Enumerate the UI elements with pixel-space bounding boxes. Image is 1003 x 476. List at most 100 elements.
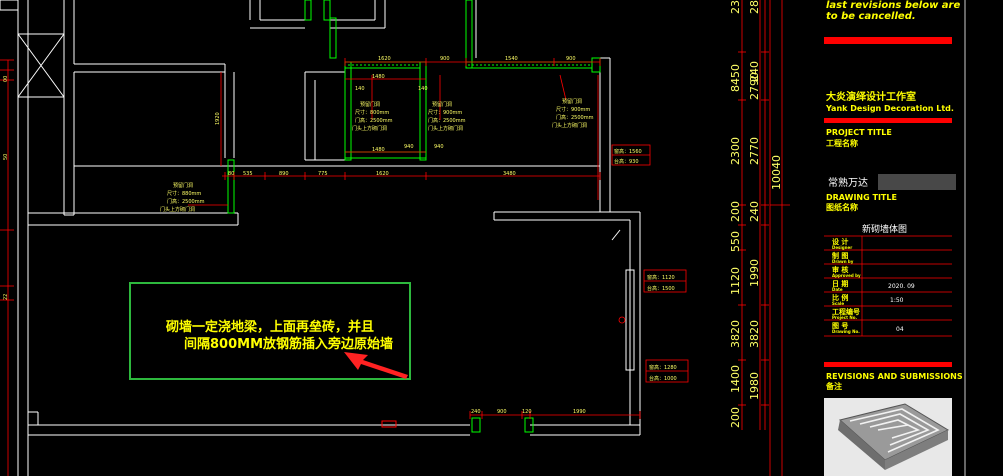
svg-text:2790: 2790 [748, 72, 761, 100]
svg-text:预留门洞: 预留门洞 [360, 101, 380, 108]
info-table-lines [824, 235, 952, 337]
svg-text:台高：1500: 台高：1500 [647, 285, 675, 292]
logo-maze-image [824, 398, 952, 476]
total-height-dim: 10040 [770, 155, 783, 190]
svg-text:120: 120 [522, 409, 532, 415]
door-note-2: 预留门洞 尺寸：900mm 门高：2500mm 门头上方砌门洞 [428, 101, 466, 132]
svg-text:535: 535 [243, 171, 253, 177]
title-block: last revisions below are to be cancelled… [824, 0, 966, 476]
svg-text:预留门洞: 预留门洞 [562, 98, 582, 105]
svg-text:200: 200 [729, 407, 742, 428]
svg-text:门高：2500mm: 门高：2500mm [556, 114, 594, 121]
svg-text:240: 240 [748, 201, 761, 222]
svg-text:门高：2500mm: 门高：2500mm [167, 198, 205, 205]
svg-text:门头上方砌门洞: 门头上方砌门洞 [160, 206, 195, 213]
dimension-lines [0, 0, 790, 476]
svg-text:3480: 3480 [503, 171, 516, 177]
svg-text:50: 50 [3, 154, 9, 160]
door-note-4: 预留门洞 尺寸：880mm 门高：2500mm 门头上方砌门洞 [160, 182, 205, 213]
vertical-dims-outer: 28 240 2790 2770 240 1990 3820 1980 [748, 0, 761, 400]
svg-text:尺寸：800mm: 尺寸：800mm [355, 109, 389, 116]
svg-text:窗高：1280: 窗高：1280 [649, 364, 677, 371]
svg-text:900: 900 [440, 56, 450, 62]
annotation-callout-box [129, 282, 411, 380]
svg-text:1:50: 1:50 [890, 297, 904, 304]
drawing-title-label-cn: 图纸名称 [826, 202, 858, 212]
svg-text:门高：2500mm: 门高：2500mm [428, 117, 466, 124]
info-row-project-no: 工程编号 Project No. [832, 307, 860, 320]
info-row-date: 日 期 Date 2020. 09 [832, 279, 915, 292]
svg-text:3820: 3820 [729, 320, 742, 348]
svg-text:900: 900 [497, 409, 507, 415]
revision-note-line1: last revisions below are [826, 0, 960, 11]
red-bar-1 [824, 37, 952, 44]
left-edge-labels: 00 50 22 [3, 76, 9, 300]
svg-text:240: 240 [748, 61, 761, 82]
svg-text:Designer: Designer [832, 245, 852, 250]
svg-text:1400: 1400 [729, 365, 742, 393]
svg-text:2770: 2770 [748, 137, 761, 165]
outlet-marker [618, 316, 626, 324]
svg-text:04: 04 [896, 326, 904, 333]
plan-dimension-text: 1620 900 1540 900 1480 1480 80 535 890 7… [215, 56, 586, 415]
svg-text:台高：930: 台高：930 [614, 158, 639, 165]
svg-text:门头上方砌门洞: 门头上方砌门洞 [552, 122, 587, 129]
svg-text:1980: 1980 [748, 372, 761, 400]
svg-text:Project No.: Project No. [832, 315, 858, 320]
svg-text:尺寸：880mm: 尺寸：880mm [167, 190, 201, 197]
annotation-line-2: 间隔800MM放钢筋插入旁边原始墙 [184, 337, 394, 352]
info-row-scale: 比 例 Scale 1:50 [832, 293, 904, 306]
svg-text:140: 140 [418, 86, 428, 92]
svg-text:890: 890 [279, 171, 289, 177]
svg-text:Scale: Scale [832, 301, 844, 306]
svg-text:22: 22 [3, 294, 9, 300]
company-name-cn: 大炎演绎设计工作室 [826, 90, 916, 103]
svg-text:775: 775 [318, 171, 328, 177]
svg-text:900: 900 [566, 56, 576, 62]
window-tag-3: 窗高：1280 台高：1000 [649, 364, 677, 382]
red-bar-2 [824, 118, 952, 123]
svg-text:1540: 1540 [505, 56, 518, 62]
annotation-arrow-icon [344, 352, 408, 379]
svg-text:预留门洞: 预留门洞 [432, 101, 452, 108]
svg-text:1620: 1620 [376, 171, 389, 177]
svg-text:图 号: 图 号 [832, 321, 848, 330]
annotation-line-1: 砌墙一定浇地梁，上面再垒砖，并且 [166, 320, 375, 335]
svg-text:Drawing No.: Drawing No. [832, 329, 860, 334]
door-note-3: 预留门洞 尺寸：900mm 门高：2500mm 门头上方砌门洞 [552, 98, 594, 129]
svg-text:240: 240 [471, 409, 481, 415]
svg-text:窗高：1120: 窗高：1120 [647, 274, 675, 281]
svg-text:门头上方砌门洞: 门头上方砌门洞 [428, 125, 463, 132]
svg-text:比 例: 比 例 [832, 293, 848, 302]
svg-text:1620: 1620 [378, 56, 391, 62]
window-tag-2: 窗高：1120 台高：1500 [647, 274, 675, 292]
window-tag-1: 窗高：1560 台高：930 [614, 148, 642, 165]
svg-text:Approved by: Approved by [832, 273, 861, 278]
svg-text:设 计: 设 计 [832, 237, 848, 246]
svg-text:工程编号: 工程编号 [832, 307, 860, 316]
vertical-dims-inner: 23 8450 2300 200 550 1120 3820 1400 200 [729, 0, 742, 428]
drawing-title-value: 新砌墙体图 [862, 223, 907, 235]
revisions-label-en: REVISIONS AND SUBMISSIONS [826, 372, 963, 381]
svg-text:1990: 1990 [573, 409, 586, 415]
svg-text:日 期: 日 期 [832, 279, 848, 288]
svg-text:140: 140 [355, 86, 365, 92]
wall-lines [0, 0, 641, 476]
redacted-area [878, 174, 956, 190]
red-bar-3 [824, 362, 952, 367]
info-row-approved-by: 审 核 Approved by [832, 265, 861, 278]
svg-text:8450: 8450 [729, 64, 742, 92]
project-title-label-cn: 工程名称 [826, 138, 858, 148]
svg-text:1920: 1920 [215, 112, 221, 125]
company-name-en: Yank Design Decoration Ltd. [825, 104, 954, 113]
svg-text:1990: 1990 [748, 259, 761, 287]
door-note-1: 预留门洞 尺寸：800mm 门高：2500mm 门头上方砌门洞 [352, 101, 393, 132]
svg-text:制 图: 制 图 [832, 251, 848, 260]
info-row-drawn-by: 制 图 Drawn by [832, 251, 854, 264]
revision-note-line2: to be cancelled. [826, 11, 916, 22]
svg-text:预留门洞: 预留门洞 [173, 182, 193, 189]
svg-text:940: 940 [434, 144, 444, 150]
info-row-drawing-no: 图 号 Drawing No. 04 [832, 321, 904, 334]
revisions-label-cn: 备注 [825, 381, 842, 391]
svg-text:尺寸：900mm: 尺寸：900mm [428, 109, 462, 116]
